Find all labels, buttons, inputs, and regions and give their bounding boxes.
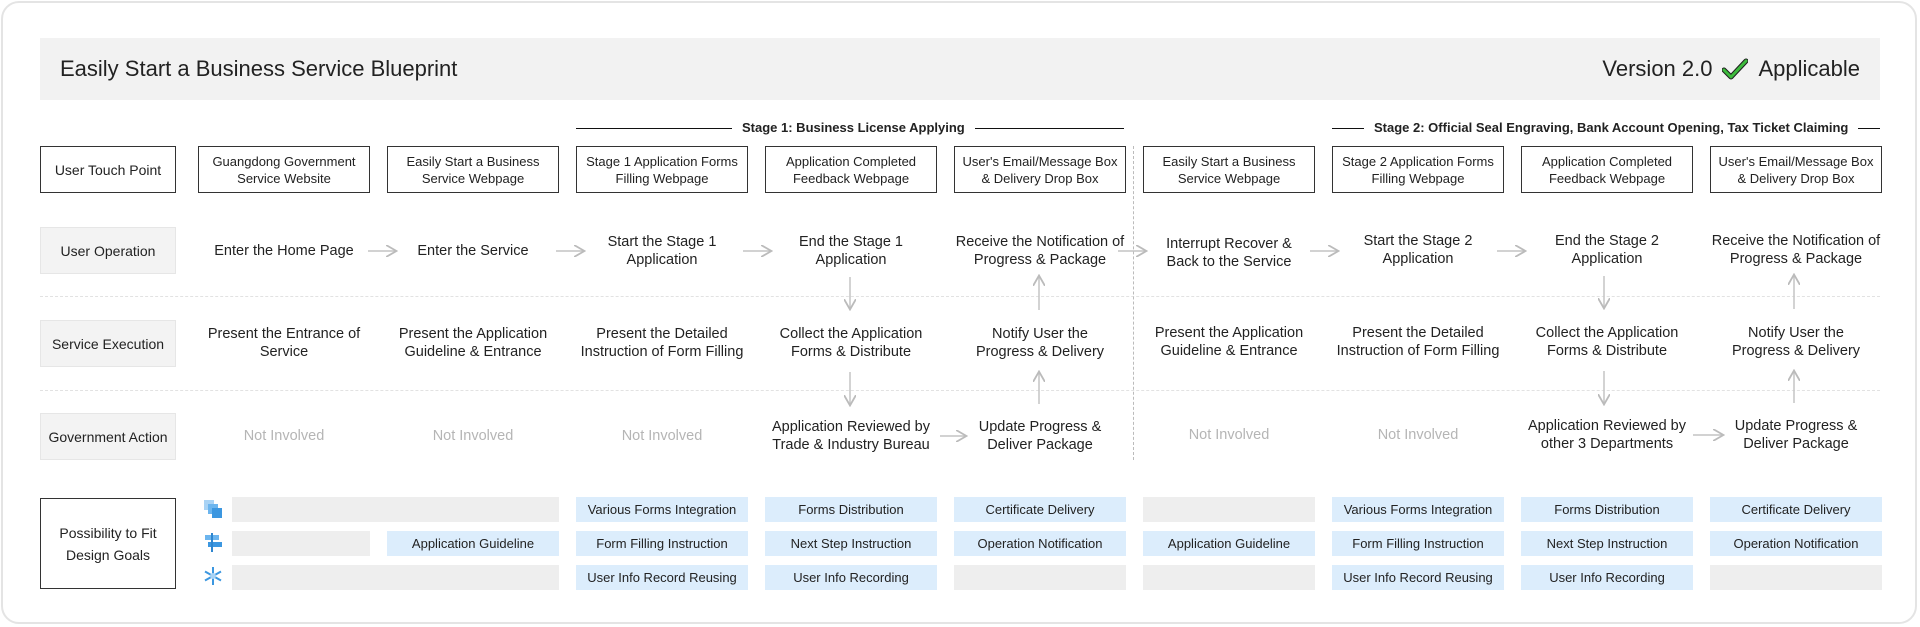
touch-point-box: User's Email/Message Box & Delivery Drop… bbox=[954, 146, 1126, 193]
stage1-label: Stage 1: Business License Applying bbox=[732, 119, 975, 137]
touch-point-box: Guangdong Government Service Website bbox=[198, 146, 370, 193]
government-action-step: Not Involved bbox=[1377, 427, 1459, 443]
touch-point-box: Easily Start a Business Service Webpage bbox=[1143, 146, 1315, 193]
service-execution-step: Present the Detailed Instruction of Form… bbox=[580, 326, 744, 360]
goal-cell-empty bbox=[1143, 565, 1315, 590]
touch-point-box: Stage 2 Application Forms Filling Webpag… bbox=[1332, 146, 1504, 193]
version-label: Version 2.0 bbox=[1602, 56, 1713, 81]
goal-cell-empty bbox=[232, 565, 559, 590]
goal-cell-empty bbox=[232, 497, 559, 522]
goal-cell: Next Step Instruction bbox=[765, 531, 937, 556]
goal-cell-empty bbox=[1143, 497, 1315, 522]
service-execution-step: Present the Detailed Instruction of Form… bbox=[1336, 325, 1500, 359]
stage2-label: Stage 2: Official Seal Engraving, Bank A… bbox=[1364, 119, 1859, 137]
government-action-step: Application Reviewed by other 3 Departme… bbox=[1528, 418, 1686, 452]
government-action-step: Application Reviewed by Trade & Industry… bbox=[772, 419, 930, 453]
signpost-icon bbox=[205, 533, 222, 552]
check-icon bbox=[1722, 58, 1749, 80]
goal-cell: Certificate Delivery bbox=[1710, 497, 1882, 522]
government-action-step: Update Progress & Deliver Package bbox=[1734, 418, 1858, 452]
user-operation-step: Start the Stage 2 Application bbox=[1363, 233, 1473, 267]
goal-cell: Forms Distribution bbox=[1521, 497, 1693, 522]
row-label-design-goals: Possibility to Fit Design Goals bbox=[40, 498, 176, 589]
line-of-interaction bbox=[40, 296, 1880, 297]
touch-point-box: Application Completed Feedback Webpage bbox=[765, 146, 937, 193]
service-execution-step: Present the Application Guideline & Entr… bbox=[398, 326, 548, 360]
user-operation-step: End the Stage 2 Application bbox=[1555, 233, 1659, 267]
service-execution-step: Present the Application Guideline & Entr… bbox=[1154, 325, 1304, 359]
user-operation-step: End the Stage 1 Application bbox=[799, 234, 903, 268]
goal-cell: Application Guideline bbox=[387, 531, 559, 556]
touch-point-box: Stage 1 Application Forms Filling Webpag… bbox=[576, 146, 748, 193]
header-bar: Easily Start a Business Service Blueprin… bbox=[40, 38, 1880, 100]
goal-cell: Form Filling Instruction bbox=[1332, 531, 1504, 556]
touch-point-box: User's Email/Message Box & Delivery Drop… bbox=[1710, 146, 1882, 193]
goal-cell-empty bbox=[232, 531, 370, 556]
goal-cell: Various Forms Integration bbox=[576, 497, 748, 522]
government-action-step: Not Involved bbox=[621, 428, 703, 444]
service-execution-step: Notify User the Progress & Delivery bbox=[1731, 325, 1861, 359]
touch-point-box: Easily Start a Business Service Webpage bbox=[387, 146, 559, 193]
goal-cell: Next Step Instruction bbox=[1521, 531, 1693, 556]
user-operation-step: Interrupt Recover & Back to the Service bbox=[1166, 236, 1292, 270]
stage-divider bbox=[1133, 146, 1134, 460]
goal-cell: Forms Distribution bbox=[765, 497, 937, 522]
status-label: Applicable bbox=[1758, 56, 1860, 81]
goal-cell: User Info Recording bbox=[1521, 565, 1693, 590]
government-action-step: Not Involved bbox=[243, 428, 325, 444]
goal-cell: Application Guideline bbox=[1143, 531, 1315, 556]
service-execution-step: Present the Entrance of Service bbox=[207, 326, 361, 360]
user-operation-step: Receive the Notification of Progress & P… bbox=[955, 234, 1125, 268]
row-label-government-action: Government Action bbox=[40, 413, 176, 460]
goal-cell: Certificate Delivery bbox=[954, 497, 1126, 522]
row-label-touch-point: User Touch Point bbox=[40, 146, 176, 193]
goal-cell: Form Filling Instruction bbox=[576, 531, 748, 556]
government-action-step: Not Involved bbox=[1188, 427, 1270, 443]
service-execution-step: Notify User the Progress & Delivery bbox=[975, 326, 1105, 360]
goal-cell: Various Forms Integration bbox=[1332, 497, 1504, 522]
page-title: Easily Start a Business Service Blueprin… bbox=[60, 56, 458, 81]
user-operation-step: Enter the Home Page bbox=[214, 243, 354, 259]
layers-icon bbox=[204, 500, 222, 518]
goal-cell: User Info Record Reusing bbox=[576, 565, 748, 590]
row-label-user-operation: User Operation bbox=[40, 227, 176, 274]
service-execution-step: Collect the Application Forms & Distribu… bbox=[779, 326, 923, 360]
snowflake-icon bbox=[204, 567, 222, 585]
user-operation-step: Receive the Notification of Progress & P… bbox=[1711, 233, 1881, 267]
line-of-visibility bbox=[40, 390, 1880, 391]
goal-cell-empty bbox=[1710, 565, 1882, 590]
goal-cell: User Info Recording bbox=[765, 565, 937, 590]
government-action-step: Not Involved bbox=[432, 428, 514, 444]
version-info: Version 2.0 Applicable bbox=[1602, 38, 1860, 100]
goal-cell: Operation Notification bbox=[954, 531, 1126, 556]
user-operation-step: Enter the Service bbox=[417, 243, 529, 259]
touch-point-box: Application Completed Feedback Webpage bbox=[1521, 146, 1693, 193]
government-action-step: Update Progress & Deliver Package bbox=[978, 419, 1102, 453]
goal-cell-empty bbox=[954, 565, 1126, 590]
goal-cell: Operation Notification bbox=[1710, 531, 1882, 556]
goal-cell: User Info Record Reusing bbox=[1332, 565, 1504, 590]
row-label-service-execution: Service Execution bbox=[40, 320, 176, 367]
service-execution-step: Collect the Application Forms & Distribu… bbox=[1535, 325, 1679, 359]
user-operation-step: Start the Stage 1 Application bbox=[607, 234, 717, 268]
